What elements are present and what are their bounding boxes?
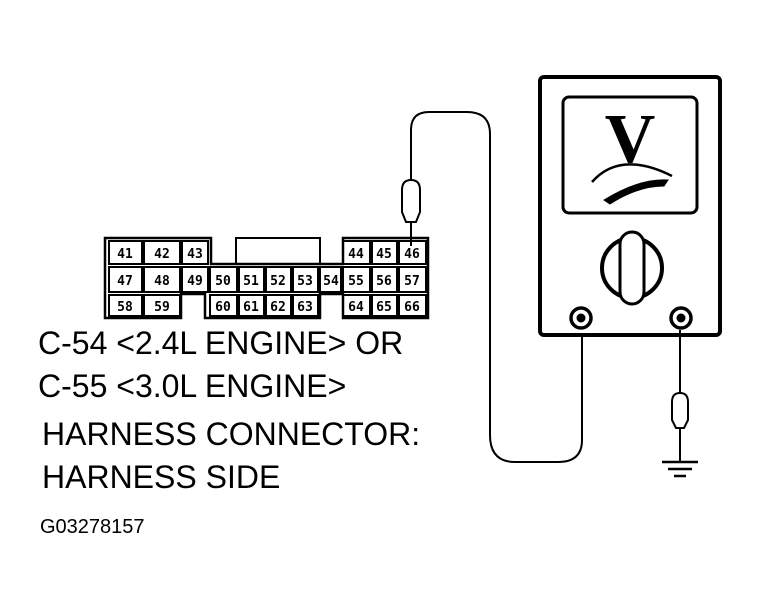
test-probe-positive	[401, 150, 421, 246]
pin-43: 43	[187, 247, 203, 262]
pin-46: 46	[404, 247, 420, 262]
pin-45: 45	[376, 247, 392, 262]
selector-knob[interactable]	[600, 230, 664, 306]
pin-58: 58	[117, 300, 133, 315]
harness-connector	[103, 236, 430, 320]
pin-41: 41	[117, 247, 133, 262]
test-lead-wire	[410, 111, 583, 463]
caption-line-2: C-55 <3.0L ENGINE>	[38, 368, 347, 404]
volt-symbol: V	[605, 101, 656, 178]
connector-pin-labels: 41 42 43 44 45 46 47 48 49 50 51 52 53 5…	[117, 247, 420, 315]
meter-scale-arc	[591, 163, 673, 183]
connector-key	[235, 237, 321, 265]
negative-jack[interactable]	[669, 306, 693, 330]
pin-61: 61	[243, 300, 259, 315]
pin-51: 51	[243, 274, 259, 289]
pin-47: 47	[117, 274, 133, 289]
pin-52: 52	[270, 274, 286, 289]
positive-jack[interactable]	[569, 306, 593, 330]
pin-50: 50	[215, 274, 231, 289]
pin-59: 59	[154, 300, 170, 315]
pin-66: 66	[404, 300, 420, 315]
pin-65: 65	[376, 300, 392, 315]
meter-needle	[603, 179, 669, 205]
pin-56: 56	[376, 274, 392, 289]
caption-line-3: HARNESS CONNECTOR:	[42, 416, 421, 452]
pin-60: 60	[215, 300, 231, 315]
ground-lead	[671, 330, 689, 462]
ground-symbol-icon	[662, 460, 698, 478]
pin-53: 53	[297, 274, 313, 289]
pin-49: 49	[187, 274, 203, 289]
pin-55: 55	[348, 274, 364, 289]
caption-line-4: HARNESS SIDE	[42, 459, 281, 495]
voltmeter	[538, 75, 722, 337]
pin-44: 44	[348, 247, 364, 262]
caption-line-1: C-54 <2.4L ENGINE> OR	[38, 325, 404, 361]
pin-57: 57	[404, 274, 420, 289]
pin-48: 48	[154, 274, 170, 289]
figure-id: G03278157	[40, 516, 145, 538]
pin-42: 42	[154, 247, 170, 262]
pin-54: 54	[323, 274, 339, 289]
pin-64: 64	[348, 300, 364, 315]
pin-62: 62	[270, 300, 286, 315]
pin-63: 63	[297, 300, 313, 315]
